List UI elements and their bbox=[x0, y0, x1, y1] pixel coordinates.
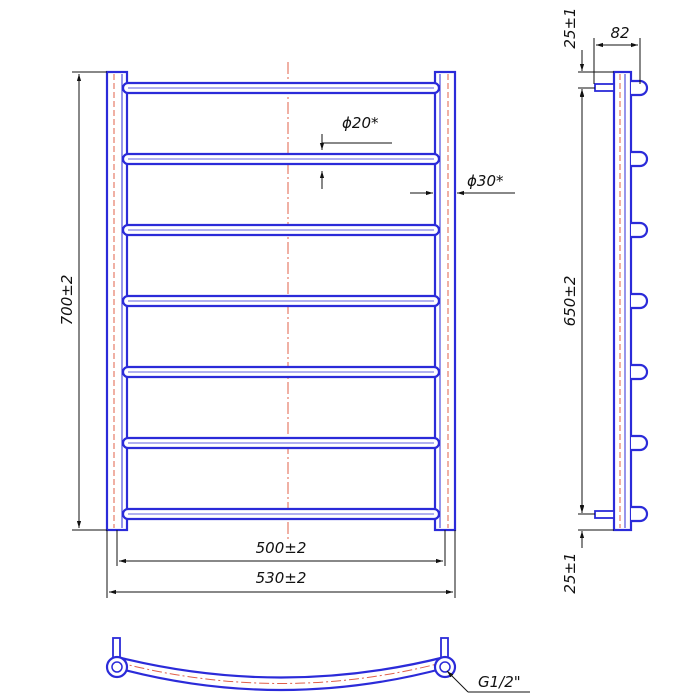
dimension-rung-diameter: ϕ20* bbox=[319, 114, 392, 189]
dimension-depth: 82 bbox=[593, 24, 641, 84]
side-rung-end bbox=[631, 150, 649, 168]
dimension-bottom-offset: 25±1 bbox=[561, 497, 614, 594]
dimension-center-width: 500±2 bbox=[116, 530, 446, 566]
post-diameter-label: ϕ30* bbox=[467, 172, 504, 190]
top-view: G1/2" bbox=[105, 637, 530, 693]
dimension-overall-width: 530±2 bbox=[106, 530, 456, 598]
side-post bbox=[612, 70, 633, 532]
bottom-offset-label: 25±1 bbox=[561, 552, 579, 593]
connection-height-label: 650±2 bbox=[561, 276, 579, 327]
front-view: 700±2 500±2 530±2 ϕ20* ϕ30* bbox=[58, 62, 515, 598]
top-view-right-fitting bbox=[433, 637, 457, 679]
top-view-arc-center bbox=[116, 661, 446, 684]
top-view-left-fitting bbox=[105, 637, 129, 679]
side-rung-end bbox=[631, 434, 649, 452]
dimension-connection-height: 650±2 bbox=[561, 90, 595, 515]
thread-callout: G1/2" bbox=[446, 670, 530, 693]
side-rung-end bbox=[631, 363, 649, 381]
side-connection-bottom bbox=[594, 510, 615, 519]
side-rung-end bbox=[631, 221, 649, 239]
overall-height-label: 700±2 bbox=[58, 275, 76, 326]
top-view-arc-outer bbox=[116, 666, 446, 692]
top-view-arc-inner bbox=[116, 655, 446, 679]
rungs-group bbox=[121, 81, 441, 521]
side-connection-top bbox=[594, 83, 615, 92]
rung-diameter-label: ϕ20* bbox=[342, 114, 379, 132]
dimension-overall-height: 700±2 bbox=[58, 71, 107, 531]
top-offset-label: 25±1 bbox=[561, 7, 579, 48]
side-view: 82 25±1 650±2 25±1 bbox=[561, 7, 649, 594]
thread-label: G1/2" bbox=[478, 673, 521, 691]
side-rung-ends-group bbox=[631, 79, 649, 523]
depth-label: 82 bbox=[610, 24, 629, 42]
overall-width-label: 530±2 bbox=[256, 569, 307, 587]
center-width-label: 500±2 bbox=[256, 539, 307, 557]
dimension-post-diameter: ϕ30* bbox=[410, 172, 515, 196]
side-rung-end bbox=[631, 292, 649, 310]
side-rung-end bbox=[631, 79, 649, 97]
side-rung-end bbox=[631, 505, 649, 523]
